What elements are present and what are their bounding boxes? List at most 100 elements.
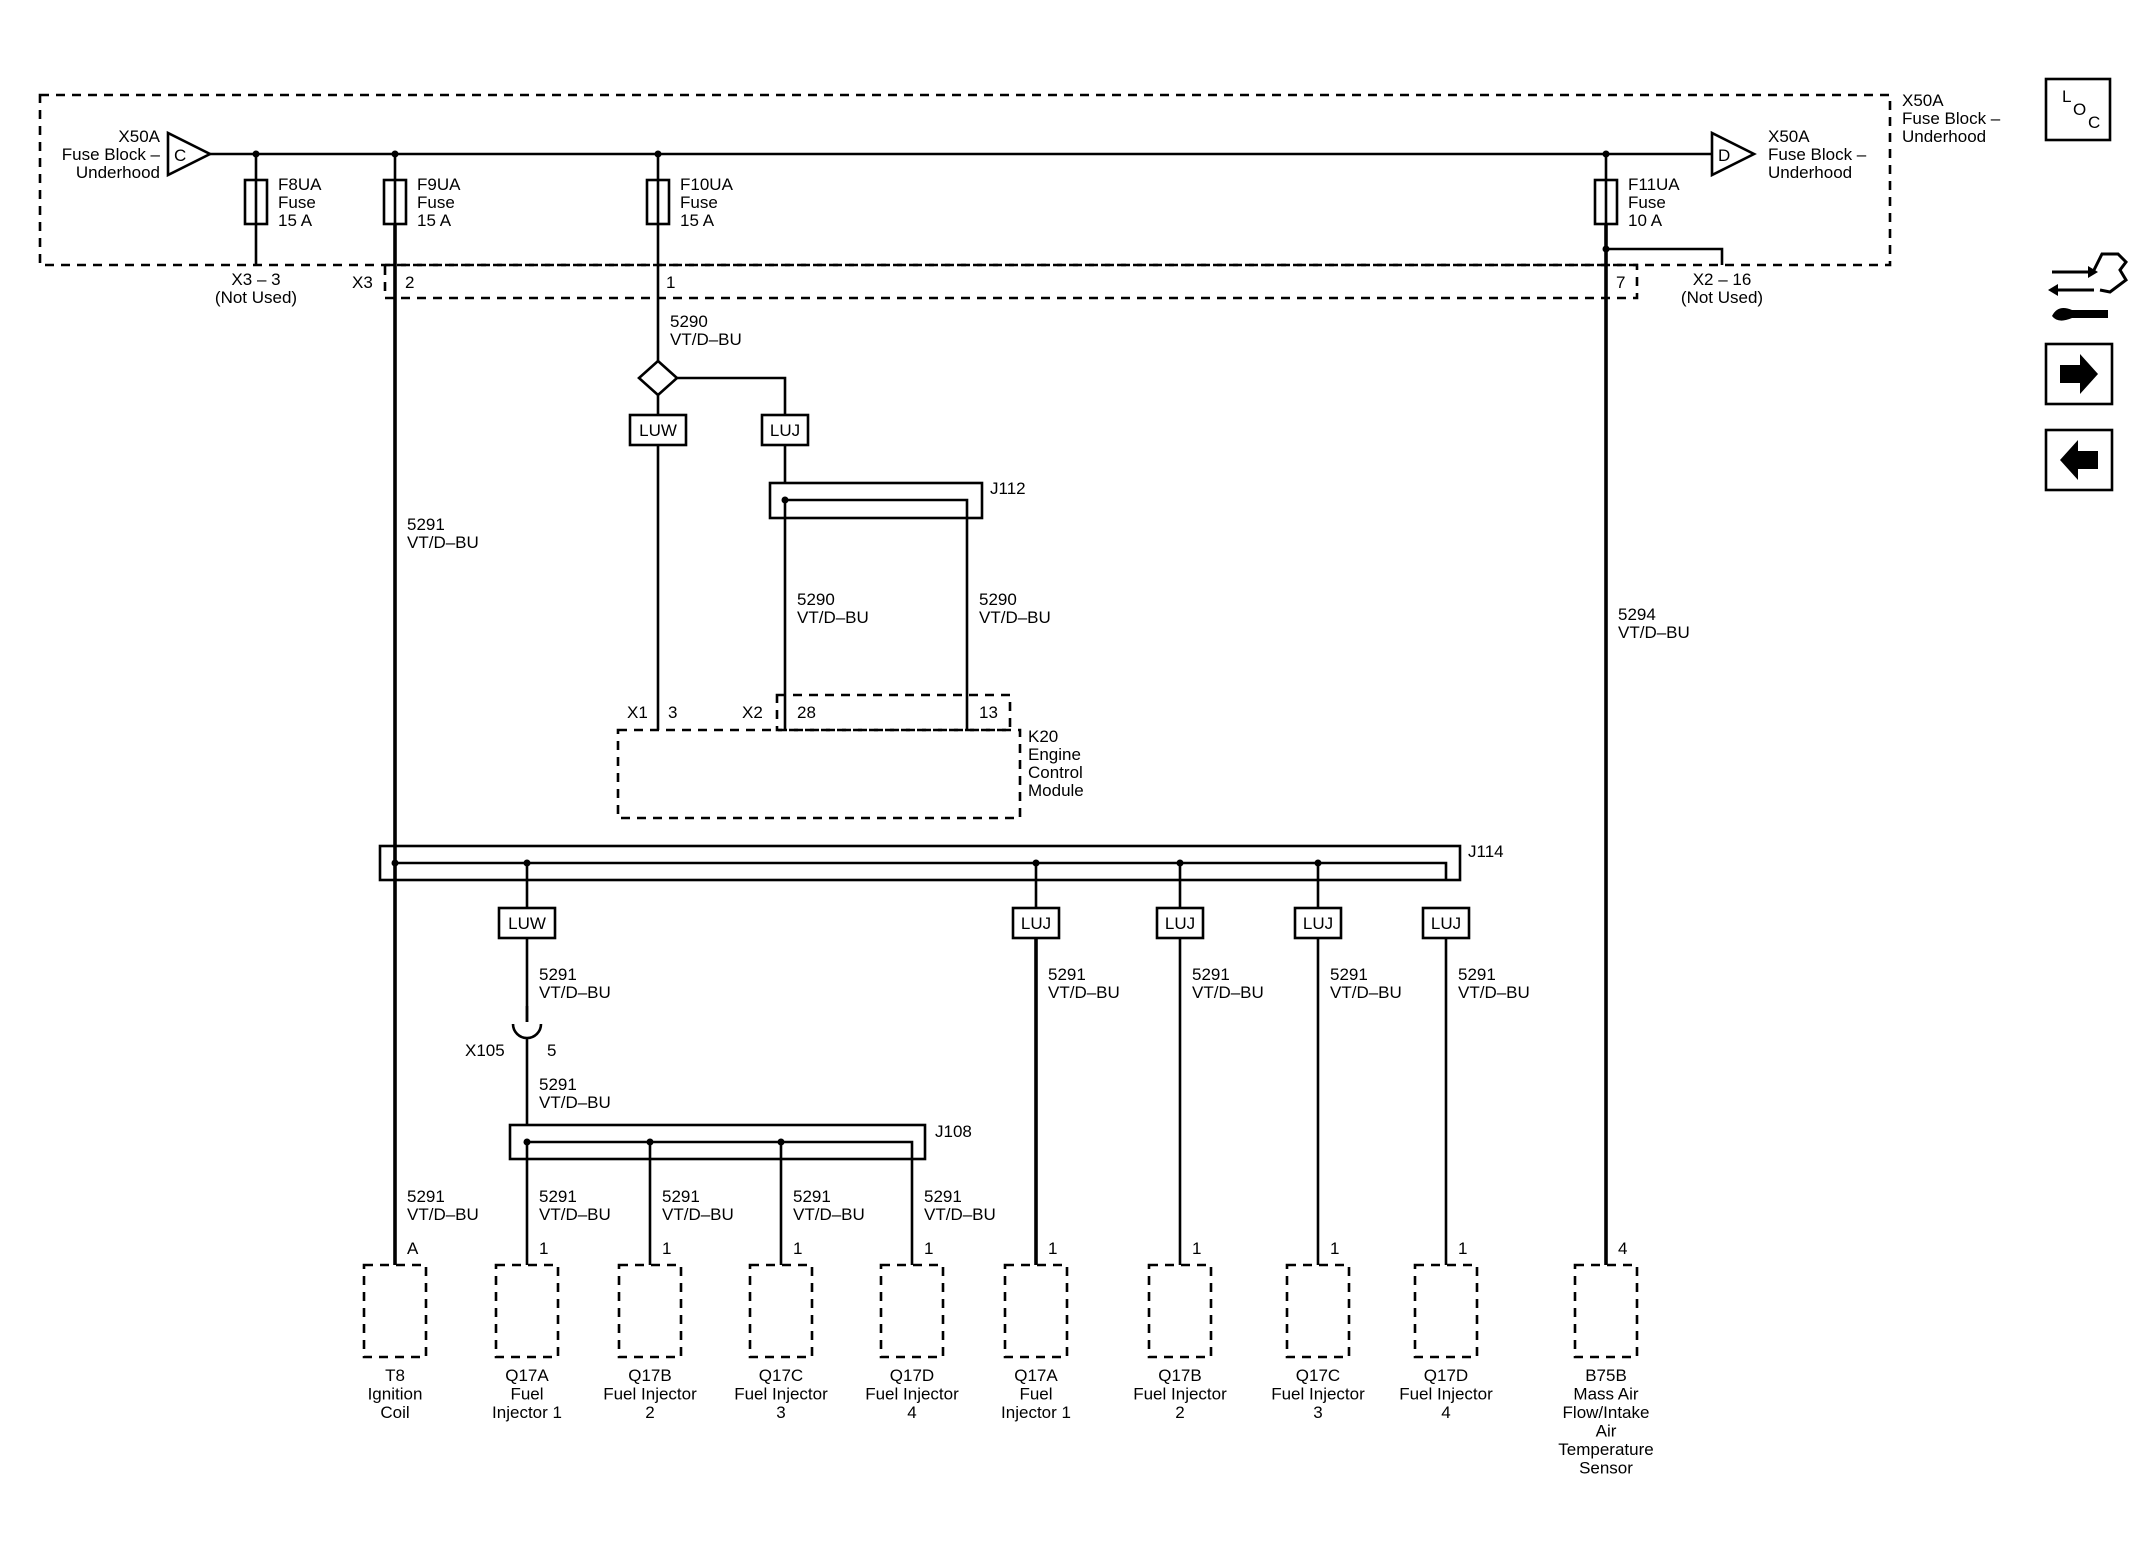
component-label-line: 2 (1175, 1403, 1184, 1422)
ecm-x1-pin: 3 (668, 703, 677, 722)
component-label-line: Fuel Injector (603, 1385, 697, 1404)
previous-arrow-icon[interactable] (2044, 428, 2114, 492)
fuse-block-label-line-3: Underhood (1902, 127, 1986, 146)
component-label-line: Injector 1 (1001, 1403, 1071, 1422)
wire-5290-color-a: VT/D–BU (670, 330, 742, 349)
component-label-line: Q17C (759, 1366, 803, 1385)
fuse-f9ua-name: F9UA (417, 175, 461, 194)
fuse-f10ua-name: F10UA (680, 175, 734, 194)
option-luj-q17b-label: LUJ (1165, 914, 1195, 933)
loc-letter-o: O (2073, 100, 2086, 119)
wire-5291-color-f: VT/D–BU (1330, 983, 1402, 1002)
connector-d-triangle (1710, 130, 1757, 178)
x3-pin-7: 7 (1616, 273, 1625, 292)
component-label-line: 2 (645, 1403, 654, 1422)
fuse-f10ua-type: Fuse (680, 193, 718, 212)
x3-pin-1: 1 (666, 273, 675, 292)
wire-5291-color-h: VT/D–BU (407, 1205, 479, 1224)
x3-connector-outline (383, 263, 1639, 300)
component-label-line: Q17A (1014, 1366, 1058, 1385)
component-pin: 1 (539, 1239, 548, 1258)
option-luw-lower (497, 906, 557, 940)
fuse-f8ua: F8UA Fuse 15 A (243, 150, 322, 265)
component-label-line: Sensor (1579, 1459, 1633, 1478)
component-outline (1147, 1263, 1213, 1359)
splice-j108: J108 (508, 1122, 972, 1161)
component-label-line: B75B (1585, 1366, 1627, 1385)
component-pin: 1 (924, 1239, 933, 1258)
wire-5291-color-g: VT/D–BU (1458, 983, 1530, 1002)
fuse-f8ua-name: F8UA (278, 175, 322, 194)
component-label-line: Q17B (1158, 1366, 1201, 1385)
splice-j114: J114 (378, 842, 1504, 882)
fuse-block-label-line-1: X50A (1902, 91, 1944, 110)
ecm-label-4: Module (1028, 781, 1084, 800)
option-luj-q17c-label: LUJ (1303, 914, 1333, 933)
wire-5291-label-f: 5291 (1330, 965, 1368, 984)
splice-j108-label: J108 (935, 1122, 972, 1141)
component-label-line: T8 (385, 1366, 405, 1385)
component-label-line: Fuel Injector (734, 1385, 828, 1404)
fuse-block-x50a: X50A Fuse Block – Underhood X50A Fuse Bl… (38, 91, 2001, 307)
component-pin: 1 (662, 1239, 671, 1258)
component-label-line: Fuel (510, 1385, 543, 1404)
connector-c-triangle (166, 130, 213, 178)
fuse-f9ua-rating: 15 A (417, 211, 452, 230)
component-outline (362, 1263, 428, 1359)
loc-button[interactable]: L O C (2044, 77, 2112, 142)
fuse-f11ua-type: Fuse (1628, 193, 1666, 212)
component-outline (617, 1263, 683, 1359)
fuse-f9ua: F9UA Fuse 15 A (382, 150, 461, 230)
wire-5291-label-i: 5291 (539, 1187, 577, 1206)
wire-5290-label-c: 5290 (979, 590, 1017, 609)
component-pin: 1 (1458, 1239, 1467, 1258)
component-outline (1285, 1263, 1351, 1359)
fuse-f10ua-rating: 15 A (680, 211, 715, 230)
connector-pinout-icon[interactable] (2048, 252, 2128, 321)
wire-5291-label-c: 5291 (539, 1075, 577, 1094)
right-connector-label-2: Fuse Block – (1768, 145, 1867, 164)
component-label-line: 3 (776, 1403, 785, 1422)
loc-letter-l: L (2062, 87, 2071, 106)
component-label-line: Fuel Injector (865, 1385, 959, 1404)
component-label-line: Coil (380, 1403, 409, 1422)
component-label-line: 4 (1441, 1403, 1450, 1422)
wire-5291-color-j: VT/D–BU (662, 1205, 734, 1224)
component-pin: 1 (1330, 1239, 1339, 1258)
component-label-line: Fuel Injector (1271, 1385, 1365, 1404)
component-pin: 1 (1192, 1239, 1201, 1258)
option-luj-q17d-label: LUJ (1431, 914, 1461, 933)
wire-5291-label-e: 5291 (1192, 965, 1230, 984)
x105-label: X105 (465, 1041, 505, 1060)
component-label-line: Mass Air (1573, 1385, 1639, 1404)
component-outline (1573, 1263, 1639, 1359)
component-pin: A (407, 1239, 419, 1258)
wire-5291-color-k: VT/D–BU (793, 1205, 865, 1224)
ecm-label-2: Engine (1028, 745, 1081, 764)
connector-c-letter: C (174, 146, 186, 165)
fuse-f11ua-rating: 10 A (1628, 211, 1663, 230)
component-label-line: 3 (1313, 1403, 1322, 1422)
option-luw-lower-label: LUW (508, 914, 546, 933)
wire-5291-label-a: 5291 (407, 515, 445, 534)
wire-5294-color: VT/D–BU (1618, 623, 1690, 642)
option-luw-upper-label: LUW (639, 421, 677, 440)
next-arrow-icon[interactable] (2044, 342, 2114, 406)
ecm-x2-pin-28: 28 (797, 703, 816, 722)
component-label-line: Q17C (1296, 1366, 1340, 1385)
component-outline (748, 1263, 814, 1359)
left-connector-label-1: X50A (118, 127, 160, 146)
connector-d-letter: D (1718, 146, 1730, 165)
wire-5291-color-a: VT/D–BU (407, 533, 479, 552)
component-label-line: Flow/Intake (1563, 1403, 1650, 1422)
x3-3-label: X3 – 3 (231, 270, 280, 289)
inline-connector-x105: X105 5 (465, 1006, 556, 1140)
component-label-line: Ignition (368, 1385, 423, 1404)
fuse-f11ua-name: F11UA (1628, 175, 1680, 194)
wire-5290-color-b: VT/D–BU (797, 608, 869, 627)
right-connector-label-3: Underhood (1768, 163, 1852, 182)
